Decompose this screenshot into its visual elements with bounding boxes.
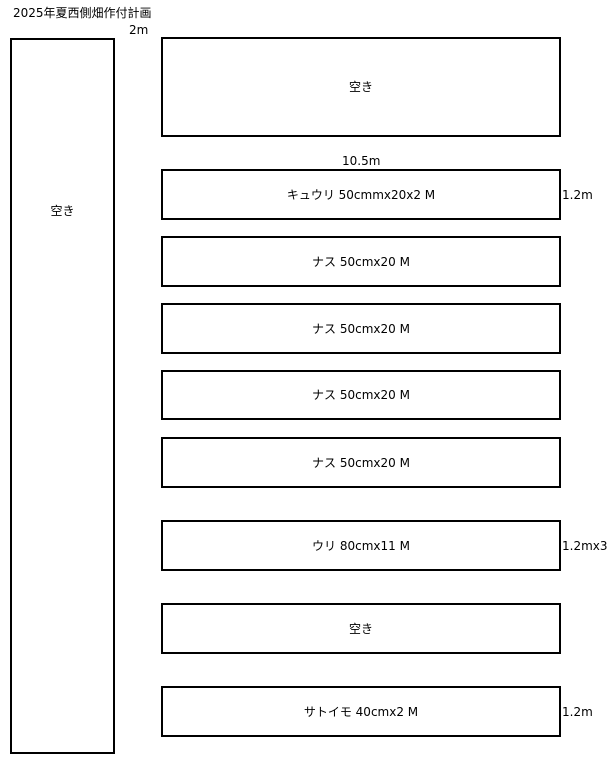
row-label: ナス 50cmx20 M [312,388,410,402]
row-label: キュウリ 50cmmx20x2 M [286,187,436,202]
side-width-label: 2m [129,23,149,37]
row-taro: サトイモ 40cmx2 M [161,686,561,737]
row-eggplant-2: ナス 50cmx20 M [161,303,561,354]
side-plot-label: 空き [50,204,75,218]
row-label: ナス 50cmx20 M [312,254,410,269]
row-width-label-bottom: 1.2m [562,705,593,719]
row-cucumber: キュウリ 50cmmx20x2 M [161,169,561,220]
row-label: ナス 50cmx20 M [312,455,410,470]
row-width-label-x3: 1.2mx3 [562,539,608,553]
side-plot: 空き [10,38,115,754]
bed-length-label: 10.5m [342,154,381,168]
top-plot-label: 空き [348,80,373,94]
row-melon: ウリ 80cmx11 M [161,520,561,571]
row-eggplant-4: ナス 50cmx20 M [161,437,561,488]
row-eggplant-1: ナス 50cmx20 M [161,236,561,287]
row-label: 空き [348,621,373,636]
top-plot: 空き [161,37,561,137]
row-width-label: 1.2m [562,188,593,202]
row-label: ウリ 80cmx11 M [312,538,410,553]
row-empty: 空き [161,603,561,654]
plan-title: 2025年夏西側畑作付計画 [13,6,152,20]
row-label: ナス 50cmx20 M [312,321,410,336]
row-label: サトイモ 40cmx2 M [303,704,419,719]
row-eggplant-3: ナス 50cmx20 M [161,370,561,420]
